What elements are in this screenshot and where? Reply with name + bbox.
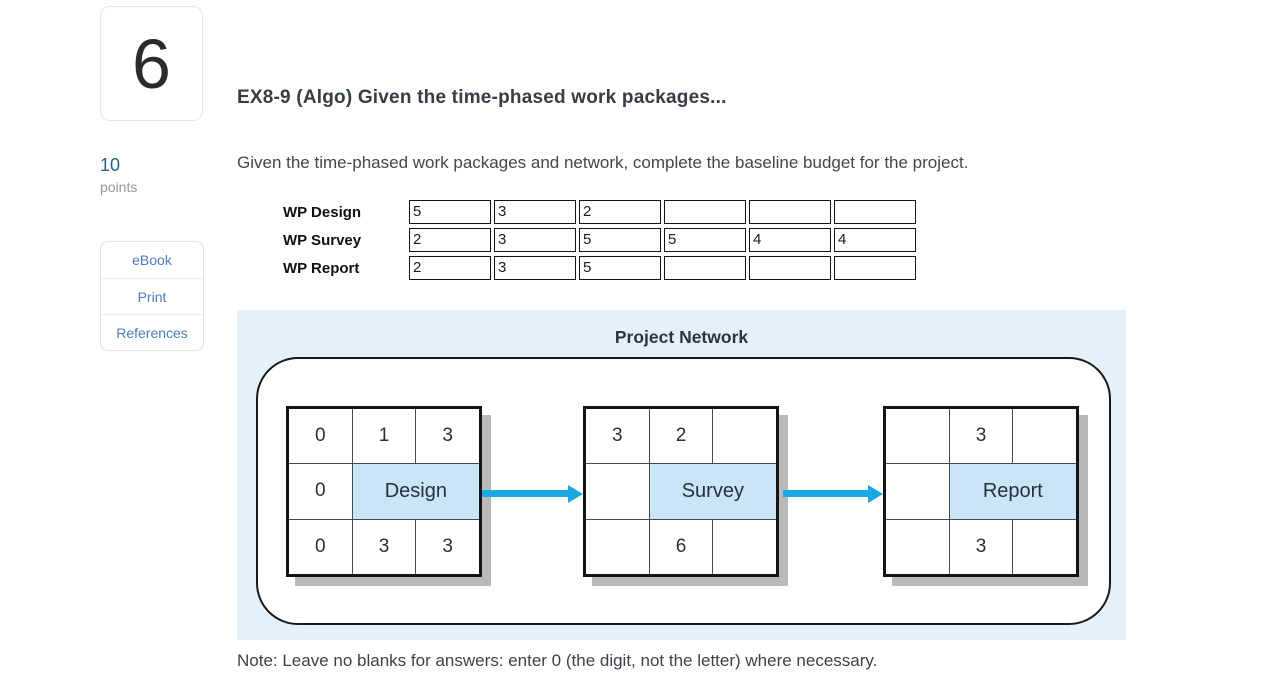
node-cell-es: 3 <box>586 409 649 464</box>
node-design: 0 1 3 0 Design 0 3 3 <box>286 406 482 577</box>
print-button[interactable]: Print <box>101 278 203 314</box>
node-cell-id: 3 <box>949 409 1013 464</box>
node-cell-lf <box>713 519 776 574</box>
question-title: EX8-9 (Algo) Given the time-phased work … <box>237 87 727 108</box>
node-cell-dur: 3 <box>949 519 1013 574</box>
node-cell-ls <box>886 519 949 574</box>
node-cell-ef <box>713 409 776 464</box>
node-cell-dur: 3 <box>352 519 416 574</box>
node-report: 3 Report 3 <box>883 406 1079 577</box>
budget-cell-blank[interactable] <box>664 200 746 224</box>
budget-cell[interactable]: 5 <box>664 228 746 252</box>
points-block: 10 points <box>100 155 137 195</box>
node-cell-sl: 0 <box>289 464 352 519</box>
question-number: 6 <box>132 24 171 103</box>
node-cell-ef <box>1013 409 1076 464</box>
row-label-wp-report: WP Report <box>283 259 360 277</box>
node-cell-lf <box>1013 519 1076 574</box>
diagram-title: Project Network <box>614 327 749 347</box>
budget-cell[interactable]: 5 <box>579 256 661 280</box>
node-cell-ls <box>586 519 649 574</box>
budget-cell-blank[interactable] <box>749 200 831 224</box>
budget-cell[interactable]: 4 <box>834 228 916 252</box>
budget-cell[interactable]: 3 <box>494 200 576 224</box>
answer-note: Note: Leave no blanks for answers: enter… <box>237 651 878 670</box>
references-button[interactable]: References <box>101 314 203 350</box>
points-label: points <box>100 179 138 195</box>
node-cell-id: 2 <box>649 409 713 464</box>
budget-cell-blank[interactable] <box>834 256 916 280</box>
row-label-wp-survey: WP Survey <box>283 231 362 249</box>
budget-cell[interactable]: 4 <box>749 228 831 252</box>
node-cell-ls: 0 <box>289 519 352 574</box>
budget-cell[interactable]: 3 <box>494 256 576 280</box>
node-cell-id: 1 <box>352 409 416 464</box>
ebook-button[interactable]: eBook <box>132 252 172 268</box>
budget-cell-blank[interactable] <box>834 200 916 224</box>
budget-cell[interactable]: 2 <box>409 228 491 252</box>
budget-cell[interactable]: 5 <box>409 200 491 224</box>
table-row: WP Survey 2 3 5 5 4 4 <box>283 228 919 252</box>
node-cell-es <box>886 409 949 464</box>
node-cell-ef: 3 <box>416 409 479 464</box>
question-instruction: Given the time-phased work packages and … <box>237 153 969 172</box>
node-cell-es: 0 <box>289 409 352 464</box>
budget-cell[interactable]: 2 <box>409 256 491 280</box>
arrow-survey-to-report <box>783 490 868 497</box>
node-cell-sl <box>886 464 949 519</box>
node-activity-name: Design <box>352 464 479 519</box>
node-cell-sl <box>586 464 649 519</box>
table-row: WP Design 5 3 2 <box>283 200 919 224</box>
node-cell-dur: 6 <box>649 519 713 574</box>
points-value: 10 <box>100 155 121 175</box>
project-network-diagram: Project Network 0 1 3 0 Design 0 3 3 3 2… <box>237 310 1126 640</box>
node-activity-name: Report <box>949 464 1076 519</box>
budget-cell-blank[interactable] <box>664 256 746 280</box>
question-number-box: 6 <box>100 6 203 121</box>
budget-cell[interactable]: 3 <box>494 228 576 252</box>
budget-cell[interactable]: 2 <box>579 200 661 224</box>
question-actions: eBook Print References <box>100 241 204 351</box>
node-activity-name: Survey <box>649 464 776 519</box>
budget-cell[interactable]: 5 <box>579 228 661 252</box>
arrow-design-to-survey <box>482 490 568 497</box>
table-row: WP Report 2 3 5 <box>283 256 919 280</box>
node-survey: 3 2 Survey 6 <box>583 406 779 577</box>
node-cell-lf: 3 <box>416 519 479 574</box>
baseline-budget-table: WP Design 5 3 2 WP Survey 2 3 5 5 4 4 WP… <box>283 200 919 284</box>
row-label-wp-design: WP Design <box>283 203 362 221</box>
budget-cell-blank[interactable] <box>749 256 831 280</box>
